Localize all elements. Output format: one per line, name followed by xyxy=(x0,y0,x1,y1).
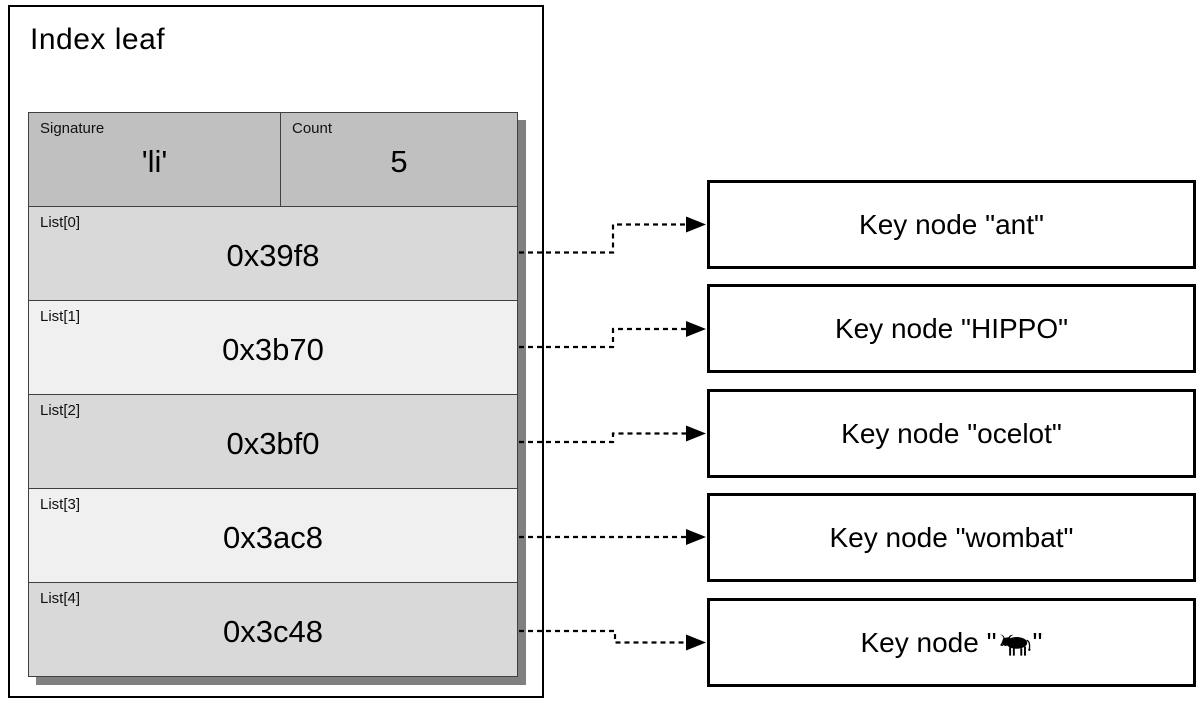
row-label: List[0] xyxy=(40,214,81,231)
index-table: Signature 'li' Count 5 List[0] 0x39f8 Li… xyxy=(28,112,518,677)
count-label: Count xyxy=(292,120,333,137)
key-node-wombat: Key node "wombat" xyxy=(707,493,1196,582)
key-node-label-suffix: " xyxy=(1032,626,1043,658)
table-row-list-1: List[1] 0x3b70 xyxy=(29,300,517,394)
key-node-ant: Key node "ant" xyxy=(707,180,1196,269)
key-node-label: Key node "ocelot" xyxy=(841,417,1062,449)
index-leaf-box: Index leaf Signature 'li' Count 5 List[0… xyxy=(8,5,544,698)
arrow-list2-to-ocelot xyxy=(519,425,706,444)
arrow-list0-to-ant xyxy=(519,216,706,254)
row-value: 0x3c48 xyxy=(223,613,323,649)
key-node-ocelot: Key node "ocelot" xyxy=(707,389,1196,478)
arrow-list4-to-cow xyxy=(519,629,706,651)
signature-value: 'li' xyxy=(141,143,168,179)
count-cell: Count 5 xyxy=(281,113,517,206)
row-value: 0x3bf0 xyxy=(226,425,320,461)
row-label: List[1] xyxy=(40,308,81,325)
row-value: 0x3ac8 xyxy=(223,519,323,555)
signature-label: Signature xyxy=(40,120,105,137)
row-label: List[2] xyxy=(40,402,81,419)
row-value: 0x3b70 xyxy=(222,331,324,367)
row-label: List[4] xyxy=(40,590,81,607)
arrow-list3-to-wombat xyxy=(519,529,706,545)
row-label: List[3] xyxy=(40,496,81,513)
table-row-list-4: List[4] 0x3c48 xyxy=(29,582,517,676)
table-header-row: Signature 'li' Count 5 xyxy=(29,113,517,206)
signature-cell: Signature 'li' xyxy=(29,113,281,206)
table-row-list-3: List[3] 0x3ac8 xyxy=(29,488,517,582)
row-value: 0x39f8 xyxy=(226,237,320,273)
page-title: Index leaf xyxy=(30,23,166,56)
key-node-label: Key node "ant" xyxy=(859,208,1044,240)
table-row-list-2: List[2] 0x3bf0 xyxy=(29,394,517,488)
key-node-cow: Key node " " xyxy=(707,598,1196,687)
count-value: 5 xyxy=(390,143,408,179)
key-node-label: Key node "HIPPO" xyxy=(834,312,1069,344)
key-node-label-prefix: Key node " xyxy=(860,626,997,658)
key-node-label: Key node "wombat" xyxy=(829,521,1074,553)
table-row-list-0: List[0] 0x39f8 xyxy=(29,206,517,300)
cow-icon xyxy=(999,633,1031,656)
key-node-hippo: Key node "HIPPO" xyxy=(707,284,1196,373)
arrow-list1-to-hippo xyxy=(519,321,706,349)
